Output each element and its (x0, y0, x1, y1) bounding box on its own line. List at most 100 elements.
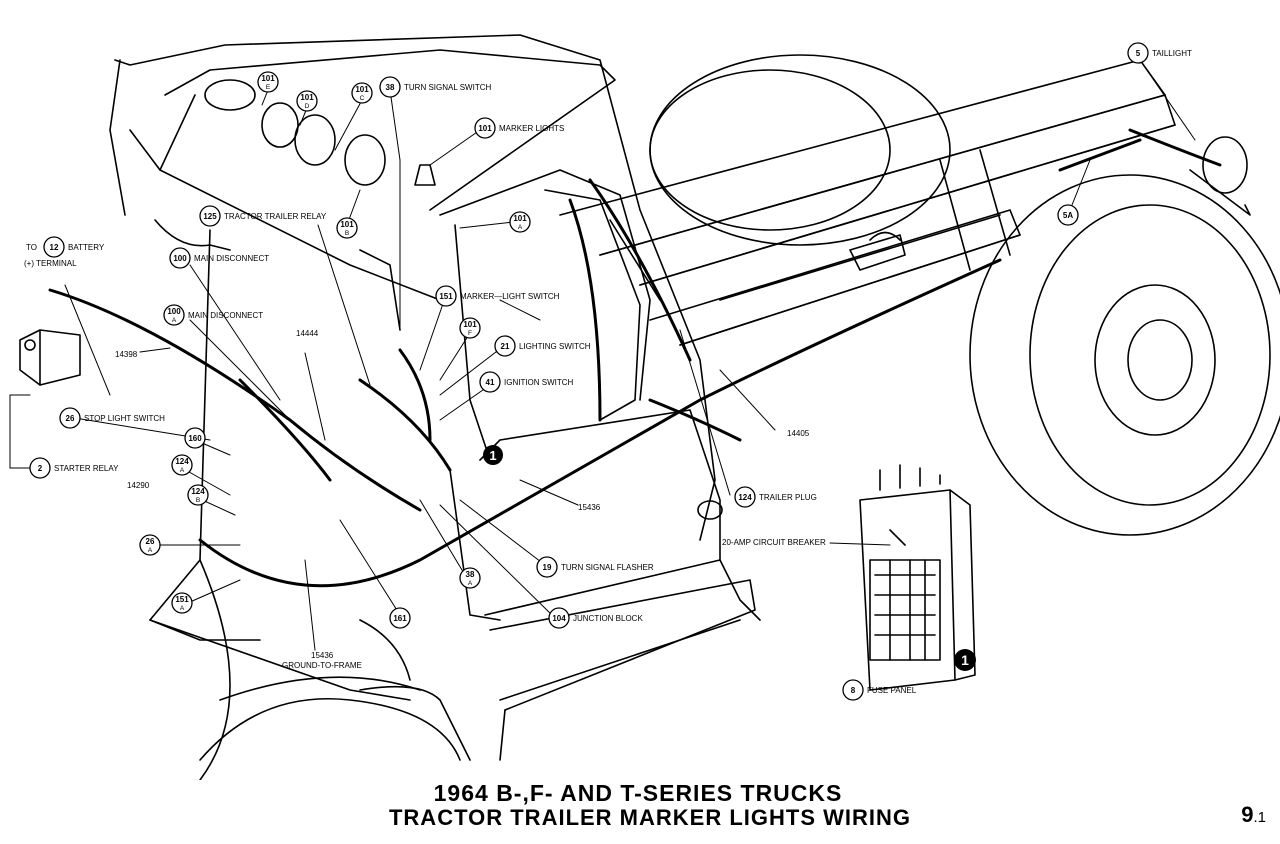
callout-label: BATTERY (68, 243, 105, 252)
callout-subletter: A (180, 605, 185, 612)
callout-circle (389, 607, 411, 629)
callout-label: LIGHTING SWITCH (519, 342, 591, 351)
callout-circle (184, 427, 206, 449)
callout-number: 41 (486, 378, 495, 387)
part-14398: 14398 (115, 350, 138, 359)
callout-number: 101 (300, 93, 314, 102)
callout-number: 26 (66, 414, 75, 423)
callout-circle (1057, 204, 1079, 226)
callout-marker-lights: 101 MARKER LIGHTS (474, 117, 564, 139)
callout-circle (139, 534, 161, 556)
callout-number: 101 (355, 85, 369, 94)
callout-subletter: A (468, 580, 473, 587)
callout-number: 124 (191, 487, 205, 496)
leader-lines (9, 59, 1196, 651)
callout-label: MAIN DISCONNECT (194, 254, 269, 263)
callout-subletter: F (468, 330, 472, 337)
callout-number: 124 (738, 493, 752, 502)
callout-subletter: D (305, 103, 310, 110)
callout-circle (509, 211, 531, 233)
part-labels: 14398 14444 14290 14405 15436 15436 GROU… (115, 329, 826, 670)
callout-circle (1127, 42, 1149, 64)
callout-number: 101 (340, 220, 354, 229)
taillight (1189, 136, 1251, 216)
callout-number: 161 (393, 614, 407, 623)
chassis-frame (559, 59, 1176, 346)
callout-c160: 160 (184, 427, 206, 449)
callout-number: 12 (50, 243, 59, 252)
callout-circle (842, 679, 864, 701)
svg-text:1: 1 (489, 448, 496, 463)
callout-label: STOP LIGHT SWITCH (84, 414, 165, 423)
callout-number: 160 (188, 434, 202, 443)
callout-number: 101 (478, 124, 492, 133)
trailer-plug (697, 500, 723, 520)
callout-number: 38 (466, 570, 475, 579)
starter-relay (19, 329, 81, 386)
front-fender (199, 619, 461, 761)
truck-cab (109, 34, 761, 780)
callout-label: TAILLIGHT (1152, 49, 1192, 58)
part-15436-ground: 15436 (311, 651, 334, 660)
callout-c5a: 5A (1057, 204, 1079, 226)
callout-label: STARTER RELAY (54, 464, 119, 473)
callout-label: TURN SIGNAL FLASHER (561, 563, 654, 572)
part-14444: 14444 (296, 329, 319, 338)
callout-number: 151 (175, 595, 189, 604)
callout-number: 124 (175, 457, 189, 466)
page-number: 9.1 (1241, 802, 1266, 828)
callout-c38a: 38A (459, 567, 481, 589)
callout-prefix: TO (26, 243, 37, 252)
callout-subletter: A (180, 467, 185, 474)
callout-circle (199, 205, 221, 227)
callout-circle (548, 607, 570, 629)
callout-circle (336, 217, 358, 239)
note-marker-cab: 1 (483, 445, 503, 465)
callout-number: 100 (167, 307, 181, 316)
callout-label: MARKER LIGHTS (499, 124, 564, 133)
part-15436-cab: 15436 (578, 503, 601, 512)
callout-number: 125 (203, 212, 217, 221)
wiring-harness (48, 128, 1222, 588)
callout-circle (59, 407, 81, 429)
callout-stop-light-switch: 26 STOP LIGHT SWITCH (59, 407, 165, 429)
callout-circle (163, 304, 185, 326)
diagram-title: 1964 B-,F- AND T-SERIES TRUCKS (433, 780, 843, 806)
callout-circle (171, 592, 193, 614)
callout-circle (351, 82, 373, 104)
rear-wheel-lower (969, 174, 1280, 536)
ground-to-frame-label: GROUND-TO-FRAME (282, 661, 362, 670)
callout-circle (169, 247, 191, 269)
callout-label: FUSE PANEL (867, 686, 917, 695)
callout-circle (257, 71, 279, 93)
page-number-major: 9 (1241, 802, 1254, 827)
callout-circle (43, 236, 65, 258)
callout-circle (474, 117, 496, 139)
callout-subletter: A (148, 547, 153, 554)
callout-circle (171, 454, 193, 476)
callout-number: 5 (1136, 49, 1141, 58)
callout-number: 21 (501, 342, 510, 351)
callout-circle (379, 76, 401, 98)
callout-label: TURN SIGNAL SWITCH (404, 83, 491, 92)
callout-circle (494, 335, 516, 357)
callout-circle (435, 285, 457, 307)
callout-circle (29, 457, 51, 479)
callout-subletter: C (360, 95, 365, 102)
callout-circle (296, 90, 318, 112)
callout-label: JUNCTION BLOCK (573, 614, 643, 623)
circuit-breaker-label: 20-AMP CIRCUIT BREAKER (722, 538, 826, 547)
callout-number: 26 (146, 537, 155, 546)
